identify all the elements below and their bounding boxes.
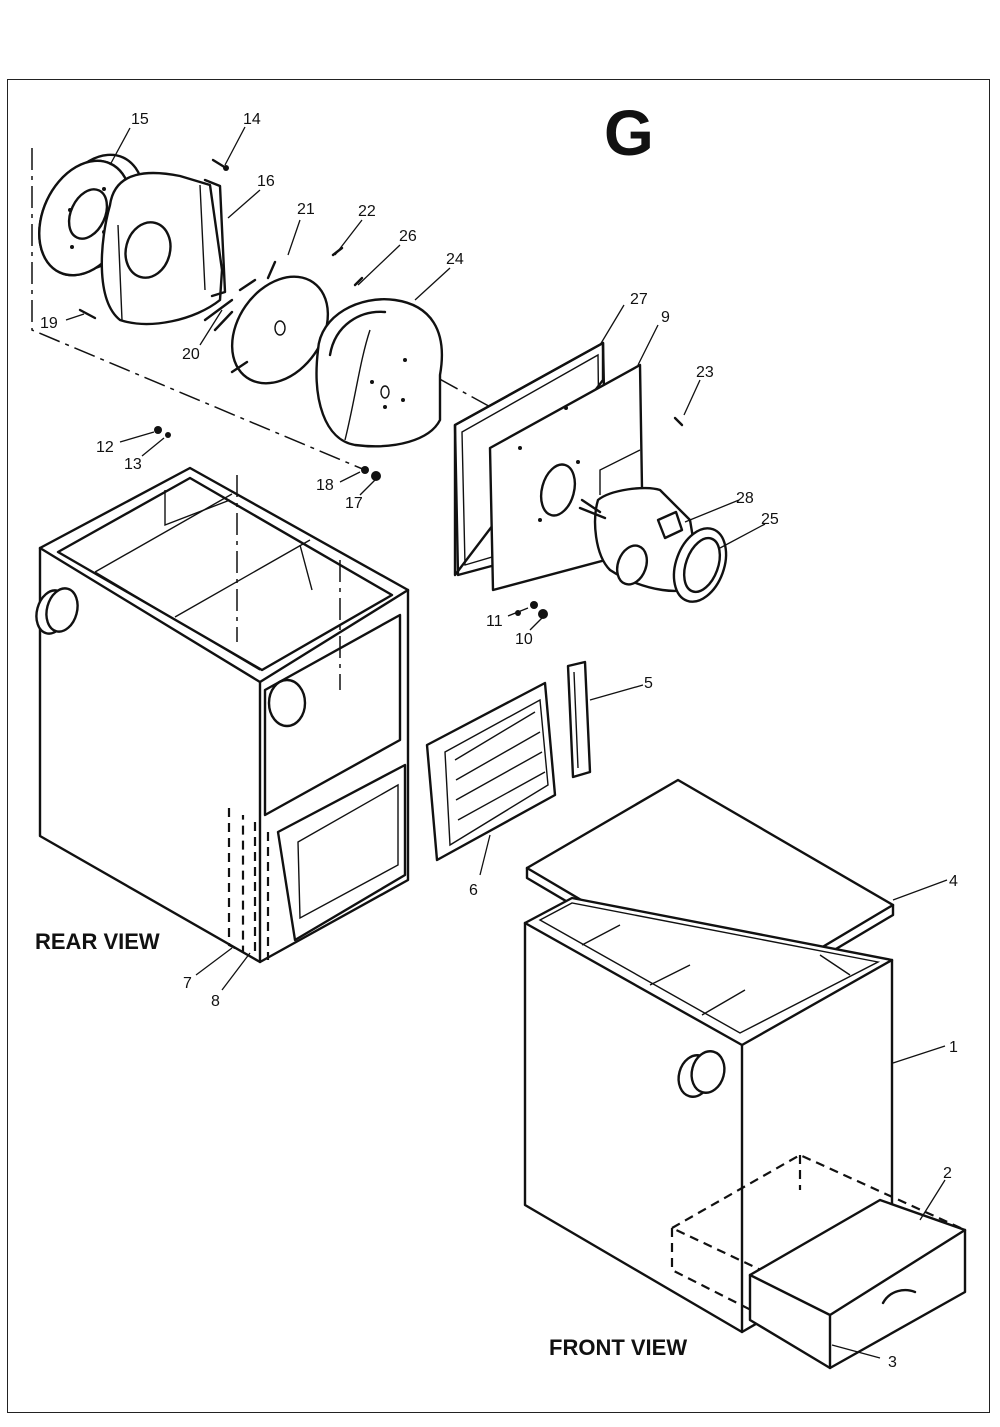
callout-22: 22 bbox=[358, 203, 376, 220]
motor-assembly bbox=[453, 341, 728, 619]
callout-13: 13 bbox=[124, 456, 142, 473]
callout-1: 1 bbox=[949, 1039, 958, 1056]
callout-21: 21 bbox=[297, 201, 315, 218]
callout-20: 20 bbox=[182, 346, 200, 363]
callout-7: 7 bbox=[183, 975, 192, 992]
fasteners bbox=[78, 158, 381, 481]
callout-numbers: 15 14 16 21 22 26 24 19 20 27 9 23 28 25… bbox=[40, 111, 958, 1371]
callout-18: 18 bbox=[316, 477, 334, 494]
callout-3: 3 bbox=[888, 1354, 897, 1371]
callout-4: 4 bbox=[949, 873, 958, 890]
callout-27: 27 bbox=[630, 291, 648, 308]
callout-6: 6 bbox=[469, 882, 478, 899]
blower-housing-part-16 bbox=[100, 171, 227, 326]
rear-view-label: REAR VIEW bbox=[35, 929, 160, 954]
rear-cabinet bbox=[35, 466, 410, 964]
handle-part-5 bbox=[566, 660, 592, 779]
callout-25: 25 bbox=[761, 511, 779, 528]
blower-assembly bbox=[31, 148, 506, 481]
impeller-part-21 bbox=[213, 260, 330, 385]
filter-part-6 bbox=[425, 681, 557, 862]
front-view-label: FRONT VIEW bbox=[549, 1335, 687, 1360]
callout-23: 23 bbox=[696, 364, 714, 381]
callout-9: 9 bbox=[661, 309, 670, 326]
callout-12: 12 bbox=[96, 439, 114, 456]
callout-10: 10 bbox=[515, 631, 533, 648]
motor-part-25 bbox=[578, 449, 728, 603]
blower-housing-part-24 bbox=[315, 298, 444, 448]
callout-24: 24 bbox=[446, 251, 464, 268]
callout-leaders bbox=[65, 126, 948, 1359]
diagram-frame bbox=[7, 79, 990, 1413]
callout-2: 2 bbox=[943, 1165, 952, 1182]
callout-8: 8 bbox=[211, 993, 220, 1010]
callout-14: 14 bbox=[243, 111, 261, 128]
callout-28: 28 bbox=[736, 490, 754, 507]
callout-16: 16 bbox=[257, 173, 275, 190]
front-cabinet bbox=[523, 778, 968, 1370]
callout-15: 15 bbox=[131, 111, 149, 128]
section-letter: G bbox=[604, 97, 654, 169]
callout-11: 11 bbox=[486, 613, 503, 630]
callout-26: 26 bbox=[399, 228, 417, 245]
callout-19: 19 bbox=[40, 315, 58, 332]
callout-17: 17 bbox=[345, 495, 363, 512]
callout-5: 5 bbox=[644, 675, 653, 692]
